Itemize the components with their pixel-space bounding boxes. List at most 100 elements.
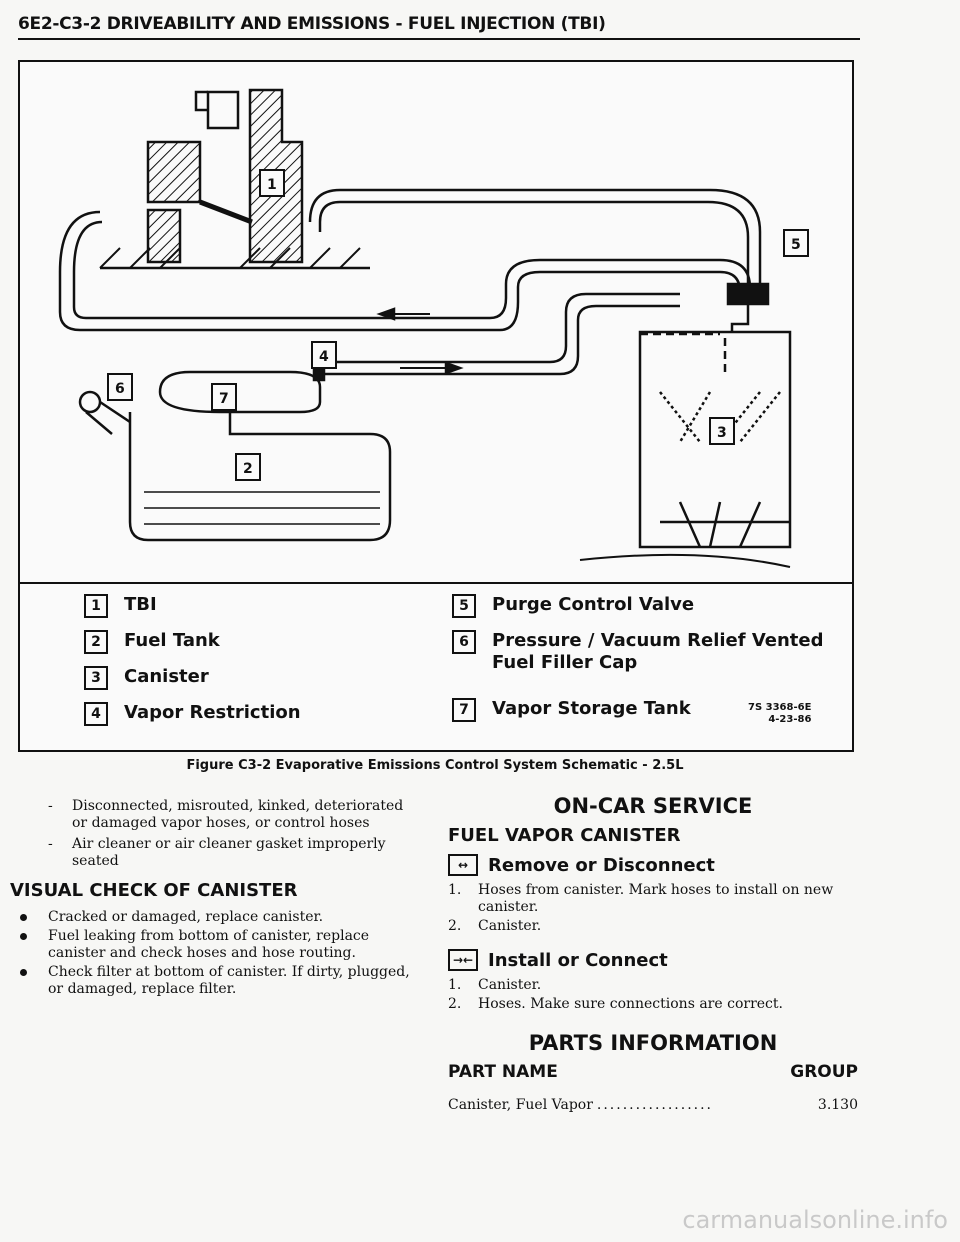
legend-number: 3 — [84, 666, 108, 690]
canister-body — [638, 330, 792, 549]
figure-code-date: 4-23-86 — [768, 714, 812, 725]
install-step: 2. Hoses. Make sure connections are corr… — [448, 996, 858, 1013]
symptom-item: - Air cleaner or air cleaner gasket impr… — [10, 836, 420, 870]
step-text: Canister. — [478, 977, 542, 993]
legend-label: Fuel Tank — [124, 630, 220, 651]
figure-code-number: 7S 3368-6E — [748, 702, 812, 713]
legend-item: 4 Vapor Restriction — [84, 702, 301, 726]
visual-check-heading: VISUAL CHECK OF CANISTER — [10, 880, 298, 901]
svg-text:4: 4 — [319, 349, 329, 365]
filler-neck — [85, 400, 131, 435]
group-column-header: GROUP — [790, 1062, 858, 1082]
symptom-text: Disconnected, misrouted, kinked, deterio… — [72, 798, 404, 831]
step-text: Canister. — [478, 918, 542, 934]
svg-text:3: 3 — [717, 425, 727, 441]
purge-valve — [726, 282, 770, 306]
fuel-vapor-canister-heading: FUEL VAPOR CANISTER — [448, 825, 681, 846]
check-item: Cracked or damaged, replace canister. — [10, 909, 420, 926]
check-item: Check filter at bottom of canister. If d… — [10, 964, 420, 998]
remove-step: 1. Hoses from canister. Mark hoses to in… — [448, 882, 858, 916]
figure-code: 7S 3368-6E 4-23-86 — [748, 702, 811, 726]
legend-item: 5 Purge Control Valve — [452, 594, 694, 618]
site-watermark: carmanualsonline.info — [682, 1206, 948, 1234]
legend-item: 6 Pressure / Vacuum Relief Vented Fuel F… — [452, 630, 824, 674]
install-step: 1. Canister. — [448, 977, 858, 994]
check-text: Check filter at bottom of canister. If d… — [48, 964, 410, 997]
legend-number: 4 — [84, 702, 108, 726]
tbi-left-wall — [146, 140, 202, 204]
tbi-left-base — [146, 208, 182, 264]
dash-marker: - — [48, 798, 53, 814]
figure-caption: Figure C3-2 Evaporative Emissions Contro… — [186, 758, 684, 773]
callout-5 — [783, 229, 809, 257]
install-section-heading: →← Install or Connect — [448, 949, 858, 971]
step-number: 2. — [448, 918, 462, 934]
svg-text:6: 6 — [115, 381, 125, 397]
legend-number: 5 — [452, 594, 476, 618]
parts-table-header: PART NAME GROUP — [448, 1064, 858, 1081]
on-car-service-heading: ON-CAR SERVICE — [553, 794, 753, 818]
legend-number: 6 — [452, 630, 476, 654]
legend-label: TBI — [124, 594, 157, 615]
legend-item: 3 Canister — [84, 666, 209, 690]
install-heading-text: Install or Connect — [488, 949, 668, 971]
step-number: 1. — [448, 882, 462, 898]
svg-text:1: 1 — [267, 177, 277, 193]
callout-6 — [107, 373, 133, 401]
legend-label: Canister — [124, 666, 209, 687]
symptom-item: - Disconnected, misrouted, kinked, deter… — [10, 798, 420, 832]
svg-text:5: 5 — [791, 237, 801, 253]
part-name: Canister, Fuel Vapor — [448, 1097, 593, 1113]
bullet-icon — [20, 914, 27, 921]
figure-box: 1 5 4 6 7 2 3 1 TBI 2 Fuel Tank 3 Canist… — [18, 60, 854, 752]
part-group: 3.130 — [817, 1097, 858, 1113]
vapor-storage-tank — [158, 370, 322, 414]
callout-2 — [235, 453, 261, 481]
callout-7 — [211, 383, 237, 411]
legend-item: 1 TBI — [84, 594, 157, 618]
legend-number: 2 — [84, 630, 108, 654]
callout-3 — [709, 417, 735, 445]
figure-divider — [20, 582, 852, 584]
svg-text:7: 7 — [219, 391, 229, 407]
legend-label: Vapor Storage Tank — [492, 698, 691, 719]
legend-item: 7 Vapor Storage Tank — [452, 698, 691, 722]
part-name-column-header: PART NAME — [448, 1062, 558, 1082]
bullet-icon — [20, 969, 27, 976]
vapor-line-upper — [320, 292, 680, 364]
remove-arrows-icon: ↔ — [448, 854, 478, 876]
check-item: Fuel leaking from bottom of canister, re… — [10, 928, 420, 962]
step-text: Hoses. Make sure connections are correct… — [478, 996, 783, 1012]
step-number: 1. — [448, 977, 462, 993]
header-rule — [18, 38, 860, 40]
legend-number: 1 — [84, 594, 108, 618]
legend-label: Vapor Restriction — [124, 702, 301, 723]
page-header: 6E2-C3-2 DRIVEABILITY AND EMISSIONS - FU… — [18, 14, 606, 34]
remove-section-heading: ↔ Remove or Disconnect — [448, 854, 858, 876]
right-column: ON-CAR SERVICE FUEL VAPOR CANISTER ↔ Rem… — [448, 794, 858, 1114]
callout-1 — [259, 169, 285, 197]
symptom-text: Air cleaner or air cleaner gasket improp… — [72, 836, 386, 869]
vapor-line-lower — [320, 304, 680, 376]
step-number: 2. — [448, 996, 462, 1012]
legend-label: Purge Control Valve — [492, 594, 695, 615]
left-column: - Disconnected, misrouted, kinked, deter… — [10, 798, 420, 1000]
svg-text:2: 2 — [243, 461, 253, 477]
remove-heading-text: Remove or Disconnect — [488, 854, 715, 876]
legend-label: Pressure / Vacuum Relief Vented Fuel Fil… — [492, 630, 824, 673]
legend-item: 2 Fuel Tank — [84, 630, 220, 654]
throttle-plate — [199, 199, 253, 225]
fuel-tank — [128, 412, 392, 542]
step-text: Hoses from canister. Mark hoses to insta… — [478, 882, 834, 915]
dash-marker: - — [48, 836, 53, 852]
check-text: Fuel leaking from bottom of canister, re… — [48, 928, 370, 961]
parts-information-heading: PARTS INFORMATION — [528, 1031, 778, 1055]
parts-table-row: Canister, Fuel Vapor .................. … — [448, 1097, 858, 1114]
purge-hose-outer — [58, 210, 742, 332]
purge-hose-inner — [72, 220, 752, 320]
check-text: Cracked or damaged, replace canister. — [48, 909, 324, 925]
injector — [206, 90, 240, 130]
legend-number: 7 — [452, 698, 476, 722]
remove-step: 2. Canister. — [448, 918, 858, 935]
callout-4 — [311, 341, 337, 369]
